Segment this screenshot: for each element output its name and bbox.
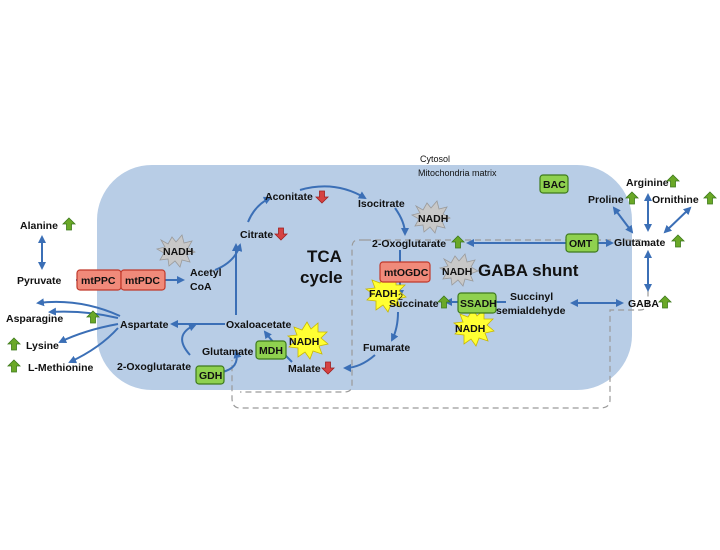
fumarate-to-malate-arrow bbox=[343, 354, 376, 372]
ornithine-label: Ornithine bbox=[652, 194, 699, 206]
malate-label: Malate bbox=[288, 363, 321, 375]
ornithine-up-arrow bbox=[703, 191, 717, 205]
semialdehyde-label: semialdehyde bbox=[496, 305, 566, 317]
glutamate-oxoglutarate-arc bbox=[181, 323, 197, 356]
svg-text:mtPPC: mtPPC bbox=[81, 275, 116, 287]
arginine-up-arrow bbox=[666, 174, 680, 188]
gaba-shunt-boundary bbox=[231, 239, 649, 409]
svg-text:NADH: NADH bbox=[442, 266, 472, 278]
fumarate-label: Fumarate bbox=[363, 342, 410, 354]
oxaloacetate-label: Oxaloacetate bbox=[226, 319, 292, 331]
nadh-burst-isocitrate: NADH bbox=[410, 200, 451, 234]
svg-text:MDH: MDH bbox=[259, 345, 283, 357]
svg-text:NADH: NADH bbox=[289, 336, 319, 348]
nadh-burst-ssadh: NADH bbox=[452, 308, 495, 347]
alanine-up-arrow bbox=[62, 217, 76, 231]
glutamate-cyto-label: Glutamate bbox=[614, 237, 666, 249]
svg-text:OMT: OMT bbox=[569, 238, 593, 250]
alanine-label: Alanine bbox=[20, 220, 58, 232]
svg-text:NADH: NADH bbox=[163, 246, 193, 258]
oxoglutarate-mito-label: 2-Oxoglutarate bbox=[372, 238, 446, 250]
succinyl-label: Succinyl bbox=[510, 291, 553, 303]
nadh-burst-mdh: NADH bbox=[286, 321, 329, 360]
mitochondria-matrix bbox=[97, 165, 632, 390]
arginine-label: Arginine bbox=[626, 177, 669, 189]
isocitrate-to-oxoglutarate-arrow bbox=[394, 207, 409, 236]
succinate-label: Succinate bbox=[389, 298, 439, 310]
gaba-label: GABA bbox=[628, 298, 659, 310]
aspartate-branch-arrow bbox=[36, 298, 121, 317]
svg-text:FADH: FADH bbox=[369, 288, 398, 300]
svg-text:GDH: GDH bbox=[199, 370, 222, 382]
lysine-label: Lysine bbox=[26, 340, 59, 352]
matrix-label: Mitochondria matrix bbox=[418, 168, 497, 178]
aspartate-to-asparagine-arrow bbox=[48, 307, 119, 319]
pyruvate-label: Pyruvate bbox=[17, 275, 62, 287]
svg-text:NADH: NADH bbox=[418, 213, 448, 225]
fadh2-burst: FADH 2 bbox=[364, 274, 407, 313]
tca-title-line1: TCA bbox=[307, 247, 342, 266]
methionine-label: L-Methionine bbox=[28, 362, 93, 374]
gaba-up-arrow bbox=[658, 295, 672, 309]
oxoglutarate-cyto-label: 2-Oxoglutarate bbox=[117, 361, 191, 373]
glutamate-mito-label: Glutamate bbox=[202, 346, 254, 358]
svg-text:mtOGDC: mtOGDC bbox=[384, 267, 429, 279]
aconitate-to-isocitrate-arrow bbox=[299, 185, 367, 200]
bac-enzyme: BAC bbox=[539, 174, 569, 194]
tca-boundary bbox=[240, 239, 365, 393]
svg-text:BAC: BAC bbox=[543, 179, 566, 191]
svg-text:NADH: NADH bbox=[455, 323, 485, 335]
aspartate-to-methionine-arrow bbox=[68, 327, 119, 364]
tca-title-line2: cycle bbox=[300, 268, 343, 287]
methionine-up-arrow bbox=[7, 359, 21, 373]
glutamate-cyto-up-arrow bbox=[671, 234, 685, 248]
coa-label: CoA bbox=[190, 281, 212, 293]
glutamate-proline-arrow bbox=[612, 206, 634, 234]
gdh-enzyme: GDH bbox=[195, 365, 225, 385]
aconitate-label: Aconitate bbox=[265, 191, 313, 203]
omt-enzyme: OMT bbox=[565, 233, 599, 253]
ssadh-enzyme: SSADH bbox=[457, 292, 497, 314]
mtppc-enzyme: mtPPC bbox=[76, 269, 122, 291]
nadh-burst-pdc: NADH bbox=[155, 234, 196, 268]
aspartate-label: Aspartate bbox=[120, 319, 169, 331]
svg-text:mtPDC: mtPDC bbox=[125, 275, 160, 287]
aspartate-to-lysine-arrow bbox=[58, 323, 119, 344]
mtpdc-enzyme: mtPDC bbox=[120, 269, 166, 291]
mdh-enzyme: MDH bbox=[255, 340, 287, 360]
acetyl-label: Acetyl bbox=[190, 267, 222, 279]
proline-label: Proline bbox=[588, 194, 624, 206]
isocitrate-label: Isocitrate bbox=[358, 198, 405, 210]
svg-text:2: 2 bbox=[398, 292, 403, 302]
gaba-shunt-title: GABA shunt bbox=[478, 261, 579, 280]
svg-text:SSADH: SSADH bbox=[460, 298, 497, 310]
cytosol-label: Cytosol bbox=[420, 154, 450, 164]
asparagine-label: Asparagine bbox=[6, 313, 63, 325]
mtogdc-enzyme: mtOGDC bbox=[379, 261, 431, 283]
succinate-to-fumarate-arrow bbox=[391, 311, 399, 342]
citrate-label: Citrate bbox=[240, 229, 273, 241]
lysine-up-arrow bbox=[7, 337, 21, 351]
nadh-burst-ogdc: NADH bbox=[438, 253, 479, 287]
oxoglutarate-glutamate-arc bbox=[221, 350, 242, 373]
glutamate-ornithine-arrow bbox=[663, 206, 692, 234]
citrate-to-aconitate-arrow bbox=[247, 196, 272, 223]
